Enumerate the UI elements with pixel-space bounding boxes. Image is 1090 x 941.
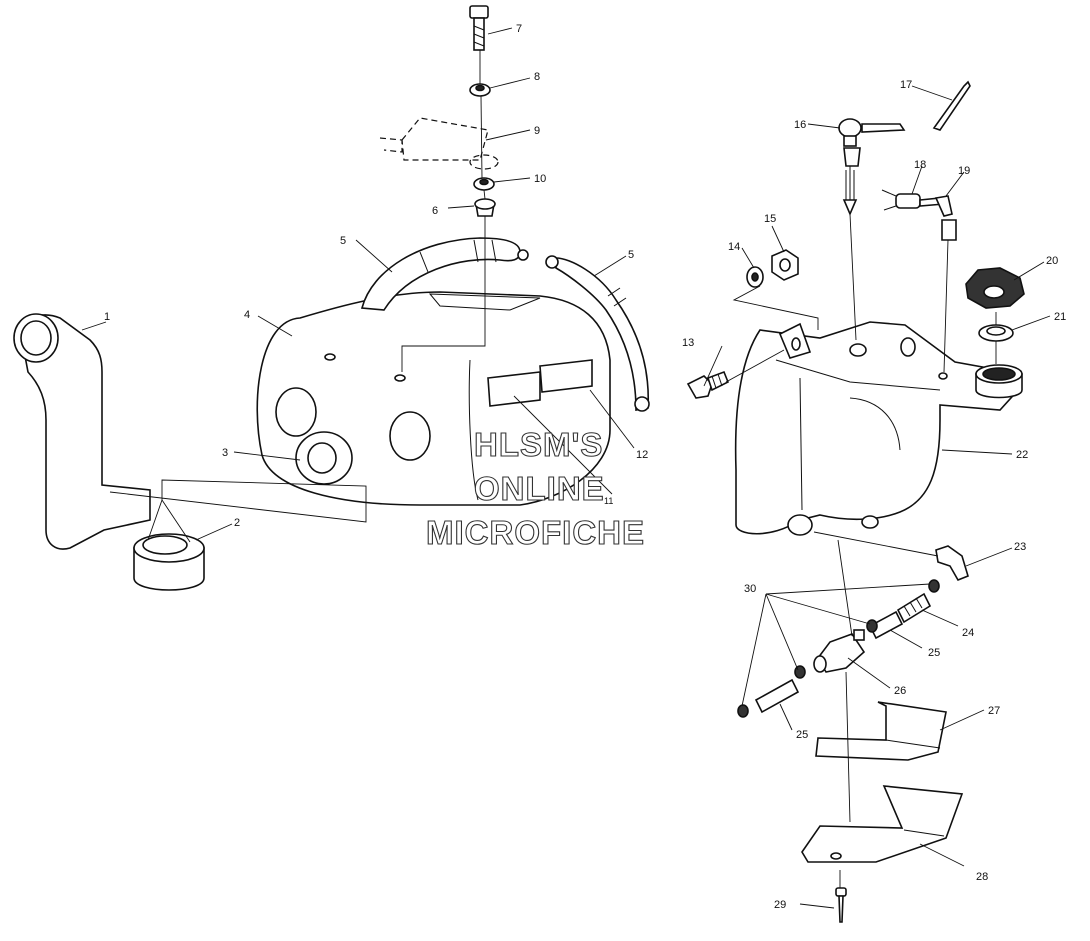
part-5-hose-left: [360, 237, 529, 311]
part-27-bracket: [815, 701, 947, 761]
part-1-intake-elbow: [13, 313, 151, 550]
callout-2: 2: [234, 517, 240, 529]
callout-7: 7: [516, 23, 522, 35]
callout-19: 19: [958, 165, 970, 177]
watermark: HLSM'S ONLINE MICROFICHE: [425, 425, 645, 551]
part-25-hose-upper: [868, 610, 904, 640]
part-25-hose-lower: [754, 678, 800, 714]
part-26-filter: [813, 629, 866, 673]
part-18-connector: [881, 189, 946, 211]
part-14-washer: [746, 266, 764, 288]
callout-16: 16: [794, 119, 806, 131]
callout-23: 23: [1014, 541, 1026, 553]
watermark-line-1: HLSM'S: [474, 426, 603, 463]
leader-lines: [81, 27, 1051, 909]
callout-1: 1: [104, 311, 110, 323]
explode-lines-right: [725, 213, 997, 888]
callout-26: 26: [894, 685, 906, 697]
part-21-gasket: [978, 324, 1014, 342]
part-22-oil-tank: [734, 321, 1021, 536]
part-16-sender: [838, 118, 906, 217]
callout-9: 9: [534, 125, 540, 137]
part-10-washer: [473, 177, 495, 191]
part-6-grommet: [474, 198, 496, 217]
part-3-port-ring: [295, 431, 353, 485]
callout-25-upper: 25: [928, 647, 940, 659]
explode-line-bolt: [401, 50, 486, 372]
part-filler-neck: [975, 364, 1023, 399]
callout-10: 10: [534, 173, 546, 185]
callout-13: 13: [682, 337, 694, 349]
part-12-decals: [487, 359, 593, 407]
part-20-cap: [965, 267, 1025, 309]
callout-18: 18: [914, 159, 926, 171]
callout-4: 4: [244, 309, 250, 321]
part-17-wire: [932, 80, 971, 131]
callout-5-right: 5: [628, 249, 634, 261]
part-5-hose-right: [545, 255, 650, 412]
watermark-line-3: MICROFICHE: [426, 514, 645, 551]
watermark-line-2: ONLINE: [474, 470, 605, 507]
callout-24: 24: [962, 627, 974, 639]
callout-20: 20: [1046, 255, 1058, 267]
part-7-bolt: [469, 5, 489, 51]
callout-14: 14: [728, 241, 740, 253]
part-19-fitting: [934, 195, 957, 241]
part-24-spring-hose: [896, 592, 932, 624]
callout-5-left: 5: [340, 235, 346, 247]
callout-15: 15: [764, 213, 776, 225]
callout-6: 6: [432, 205, 438, 217]
callout-17: 17: [900, 79, 912, 91]
callout-29: 29: [774, 899, 786, 911]
callout-25-lower: 25: [796, 729, 808, 741]
callout-30: 30: [744, 583, 756, 595]
part-15-nut: [771, 249, 799, 281]
part-2-grommet: [133, 533, 205, 591]
explode-line-tube: [109, 479, 367, 543]
part-23-elbow-fitting: [935, 545, 969, 582]
part-29-screw: [835, 887, 847, 923]
callout-27: 27: [988, 705, 1000, 717]
callout-28: 28: [976, 871, 988, 883]
part-13-bolt: [686, 370, 730, 399]
part-9-bracket-phantom: [379, 117, 499, 170]
part-8-washer: [469, 83, 491, 97]
part-28-mount-plate: [801, 785, 964, 863]
callout-21: 21: [1054, 311, 1066, 323]
callout-22: 22: [1016, 449, 1028, 461]
callout-3: 3: [222, 447, 228, 459]
callout-11: 11: [604, 496, 613, 506]
callout-12: 12: [636, 449, 648, 461]
callout-8: 8: [534, 71, 540, 83]
